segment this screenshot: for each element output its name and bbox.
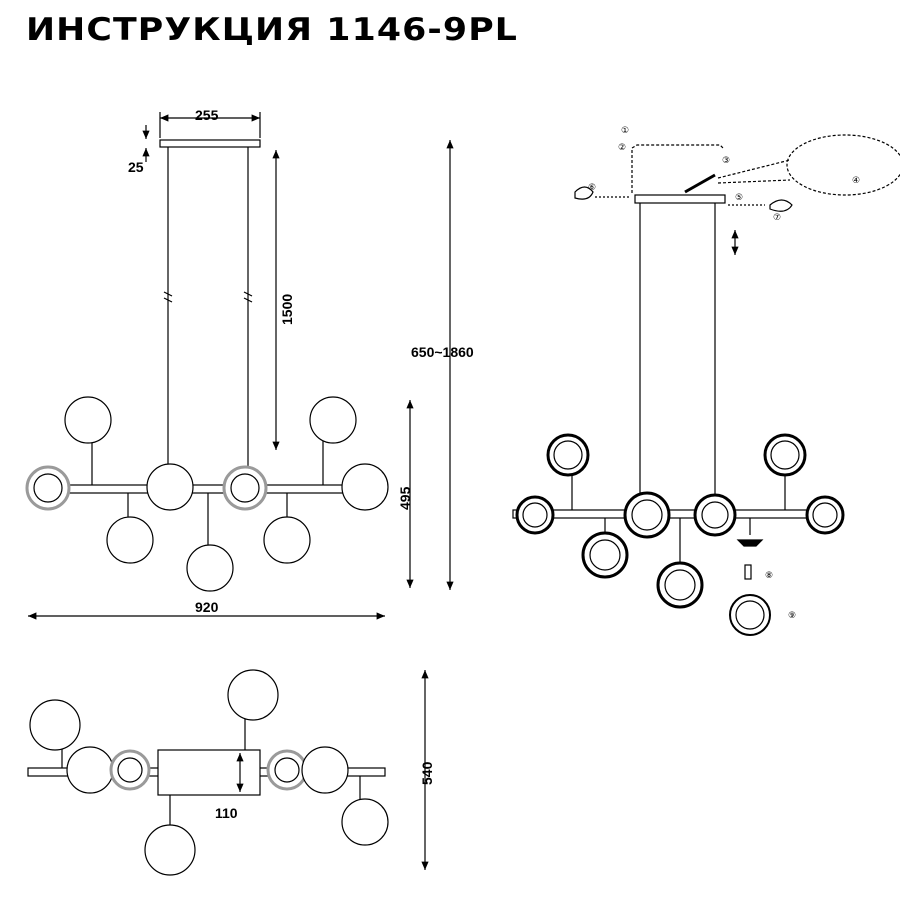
dim-total-height: 650~1860 [411, 344, 474, 360]
dim-depth: 540 [419, 761, 435, 785]
ring-globes [515, 433, 845, 636]
front-view [25, 112, 454, 620]
dim-canopy-height: 25 [128, 159, 144, 175]
step-2: ② [618, 143, 626, 153]
step-8: ⑧ [765, 571, 773, 581]
bottom-view [27, 669, 429, 876]
dim-cable-length: 1500 [279, 294, 295, 325]
step-6: ⑥ [588, 183, 596, 193]
step-1: ① [621, 126, 629, 136]
dim-bottom-canopy-width: 110 [215, 805, 238, 821]
bottom-globes [29, 669, 389, 876]
document-title: ИНСТРУКЦИЯ 1146-9PL [26, 12, 519, 48]
step-3: ③ [722, 156, 730, 166]
dim-body-height: 495 [397, 486, 413, 510]
canopy [159, 139, 261, 148]
assembly-canopy [634, 194, 726, 204]
globes [25, 396, 389, 592]
assembly-bar [512, 509, 841, 519]
step-9: ⑨ [788, 611, 796, 621]
bottom-canopy [157, 749, 261, 796]
step-5: ⑤ [735, 193, 743, 203]
main-bar [27, 484, 386, 494]
step-4: ④ [852, 176, 860, 186]
assembly-view [512, 134, 900, 636]
dim-width: 920 [195, 599, 219, 615]
step-7: ⑦ [773, 213, 781, 223]
dim-canopy-width: 255 [195, 107, 219, 123]
